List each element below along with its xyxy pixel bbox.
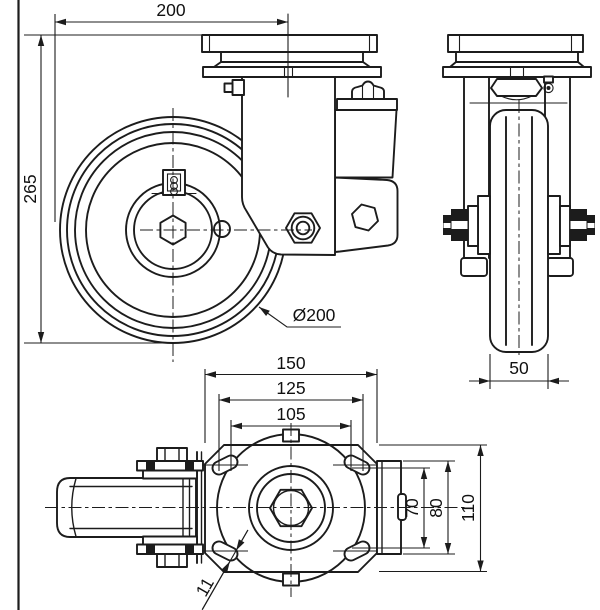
plan-view: 150 125 105 70 80 bbox=[45, 353, 487, 610]
kingpin-hex bbox=[269, 488, 313, 528]
dim-125-label: 125 bbox=[276, 378, 305, 398]
hub-offset-hole bbox=[213, 220, 231, 238]
dome-bolt bbox=[351, 80, 385, 100]
dim-105-label: 105 bbox=[276, 404, 305, 424]
rear-fork-leg bbox=[334, 80, 399, 253]
dim-265-label: 265 bbox=[20, 174, 40, 203]
side-view: 50 bbox=[442, 34, 595, 389]
front-fork-leg bbox=[241, 76, 336, 256]
dimension-80: 80 bbox=[403, 460, 455, 555]
dimension-125: 125 bbox=[218, 378, 364, 471]
dimension-265: 265 bbox=[20, 34, 201, 344]
swivel-head-front bbox=[201, 34, 382, 78]
dim-110-label: 110 bbox=[458, 494, 478, 522]
kingpin-nut bbox=[490, 75, 554, 101]
dim-70-label: 70 bbox=[402, 498, 422, 518]
top-plate-front bbox=[201, 34, 378, 53]
dimension-200: 200 bbox=[54, 0, 288, 222]
dim-200-label: 200 bbox=[156, 0, 185, 20]
top-plate-side bbox=[447, 34, 584, 53]
dimension-70: 70 bbox=[352, 467, 430, 549]
dim-dia200-label: Ø200 bbox=[293, 305, 336, 325]
rear-arm bbox=[334, 176, 399, 253]
axle-hardware-side bbox=[443, 195, 595, 255]
dim-150-label: 150 bbox=[276, 353, 305, 373]
hub-pin-detail bbox=[151, 169, 197, 196]
grease-nipple bbox=[223, 79, 245, 96]
dimension-wheel-diameter: Ø200 bbox=[258, 305, 341, 328]
dimension-105: 105 bbox=[230, 404, 352, 471]
dimension-50: 50 bbox=[469, 354, 569, 389]
axle-hardware-plan-top bbox=[136, 447, 204, 480]
dim-80-label: 80 bbox=[426, 498, 446, 518]
grease-fitting bbox=[543, 75, 554, 84]
front-view: 200 265 Ø200 bbox=[20, 0, 399, 362]
mounting-plate bbox=[204, 444, 378, 573]
dimension-110: 110 bbox=[379, 444, 487, 573]
dimension-150: 150 bbox=[204, 353, 378, 443]
axle-hardware-plan-bottom bbox=[136, 535, 204, 568]
dim-50-label: 50 bbox=[509, 358, 529, 378]
axle-nut-front bbox=[285, 212, 321, 244]
swivel-head-side bbox=[442, 34, 592, 104]
arm-hex-hole bbox=[351, 203, 379, 232]
dim-11-label: 11 bbox=[192, 574, 218, 600]
